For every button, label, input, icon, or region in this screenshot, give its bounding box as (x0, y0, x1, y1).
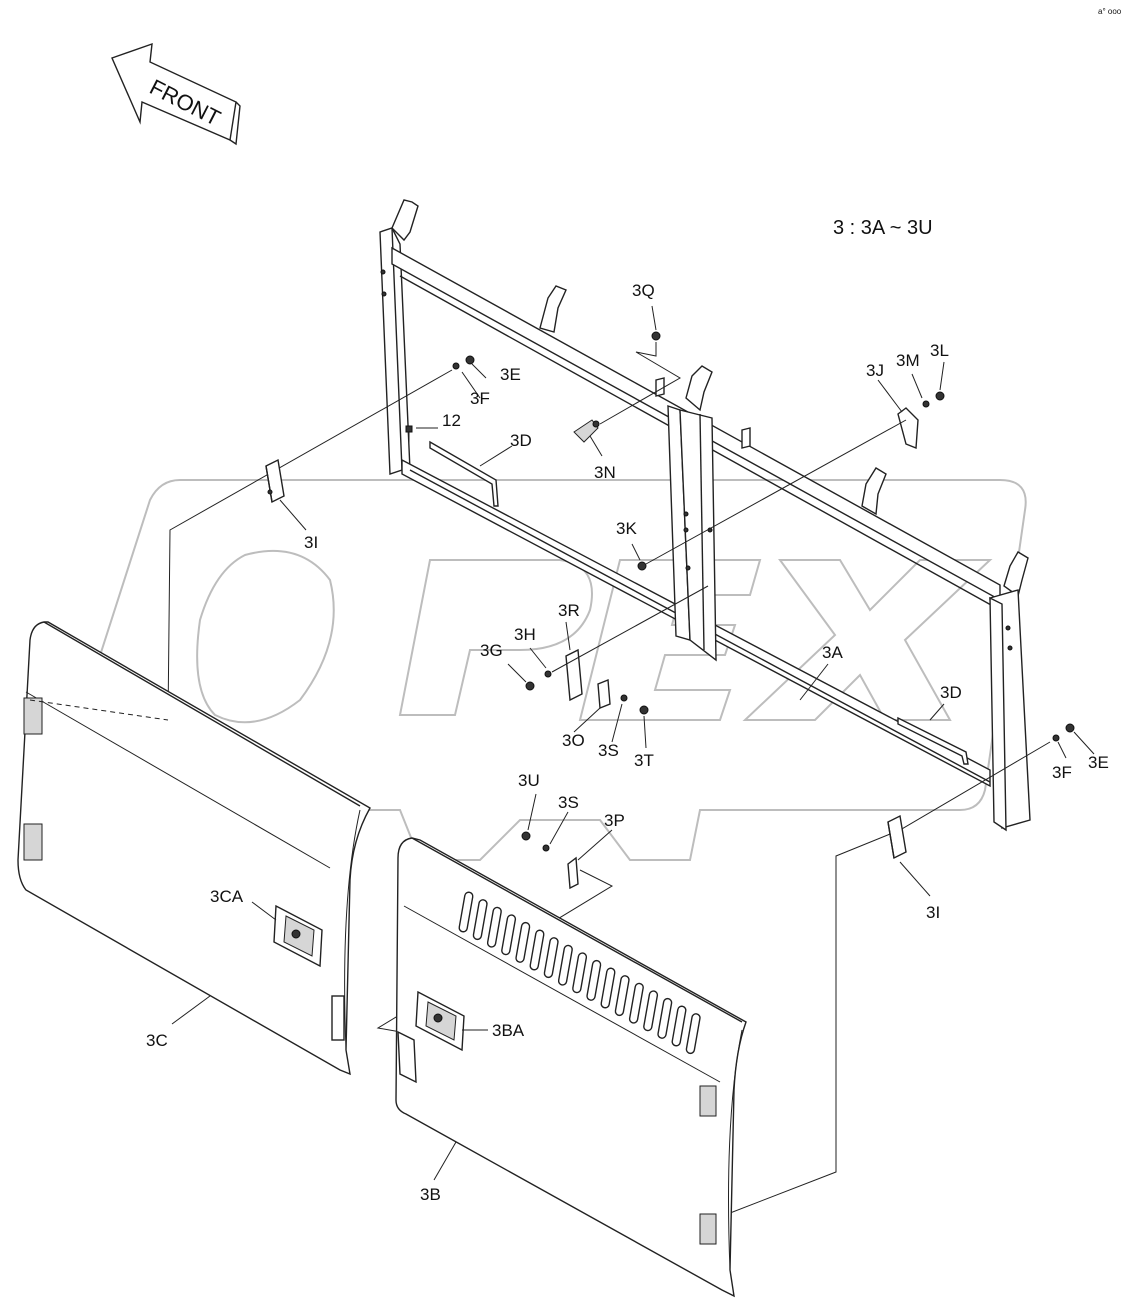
label-3S-mid: 3S (598, 741, 619, 760)
label-3I-left: 3I (304, 533, 318, 552)
louver-slot (458, 891, 474, 933)
frame-3A (379, 199, 1031, 832)
washer-3M (922, 400, 930, 408)
louver-slot (600, 967, 616, 1009)
bracket-3R (565, 648, 583, 702)
washer-3H (544, 670, 552, 678)
leader-lines (171, 305, 1095, 1181)
label-3F-left: 3F (470, 389, 490, 408)
bar-3D-left (429, 440, 499, 507)
label-3E-left: 3E (500, 365, 521, 384)
nut-3L (935, 391, 945, 401)
door-3C (17, 621, 371, 1076)
label-3T: 3T (634, 751, 654, 770)
door-3B (395, 837, 747, 1298)
bracket-3J (897, 407, 919, 450)
label-3R: 3R (558, 601, 580, 620)
washer-3S-mid (620, 694, 628, 702)
washer-3F-left (452, 362, 460, 370)
label-3H: 3H (514, 625, 536, 644)
label-3N: 3N (594, 463, 616, 482)
louver-slot (572, 952, 588, 994)
louver-slot (472, 899, 488, 941)
louver-slot (614, 975, 630, 1017)
nut-3E-left (465, 355, 475, 365)
bolt-3U (521, 831, 531, 841)
label-3G: 3G (480, 641, 503, 660)
washer-3S-low (542, 844, 550, 852)
label-3F-right: 3F (1052, 763, 1072, 782)
bolt-3T (639, 705, 649, 715)
part-3N (573, 419, 599, 443)
label-3C: 3C (146, 1031, 168, 1050)
label-3K: 3K (616, 519, 637, 538)
bar-3D-right (897, 716, 969, 765)
label-3E-right: 3E (1088, 753, 1109, 772)
label-3L: 3L (930, 341, 949, 360)
label-12: 12 (442, 411, 461, 430)
label-3A: 3A (822, 643, 843, 662)
louvers (458, 891, 701, 1055)
label-3P: 3P (604, 811, 625, 830)
louver-slot (657, 997, 673, 1039)
label-3S-low: 3S (558, 793, 579, 812)
front-arrow: FRONT (111, 42, 241, 146)
louver-slot (643, 990, 659, 1032)
bolt-3G (525, 681, 535, 691)
louver-slot (557, 944, 573, 986)
bracket-3O (597, 678, 611, 710)
nut-3E-right (1065, 723, 1075, 733)
bolt-3K (637, 561, 647, 571)
part-labels: 3Q 3E 3F 12 3D 3N 3J 3M 3L 3I 3K 3R 3H 3… (146, 281, 1109, 1204)
assembly-note: 3 : 3A ~ 3U (833, 217, 933, 239)
louver-slot (543, 937, 559, 979)
label-3J: 3J (866, 361, 884, 380)
label-3D-left: 3D (510, 431, 532, 450)
louver-slot (529, 929, 545, 971)
label-3BA: 3BA (492, 1021, 525, 1040)
label-3I-right: 3I (926, 903, 940, 922)
bolt-12 (405, 425, 413, 433)
louver-slot (586, 959, 602, 1001)
louver-slot (628, 982, 644, 1024)
louver-slot (671, 1005, 687, 1047)
label-3O: 3O (562, 731, 585, 750)
louver-slot (515, 921, 531, 963)
label-3M: 3M (896, 351, 920, 370)
label-3Q: 3Q (632, 281, 655, 300)
louver-slot (685, 1013, 701, 1055)
label-3U: 3U (518, 771, 540, 790)
label-3CA: 3CA (210, 887, 244, 906)
louver-slot (501, 914, 517, 956)
bracket-3P (567, 856, 579, 890)
label-3D-right: 3D (940, 683, 962, 702)
louver-slot (486, 906, 502, 948)
corner-mark: a° ooo (1098, 7, 1122, 16)
label-3B: 3B (420, 1185, 441, 1204)
nut-3Q (651, 331, 661, 341)
washer-3F-right (1052, 734, 1060, 742)
